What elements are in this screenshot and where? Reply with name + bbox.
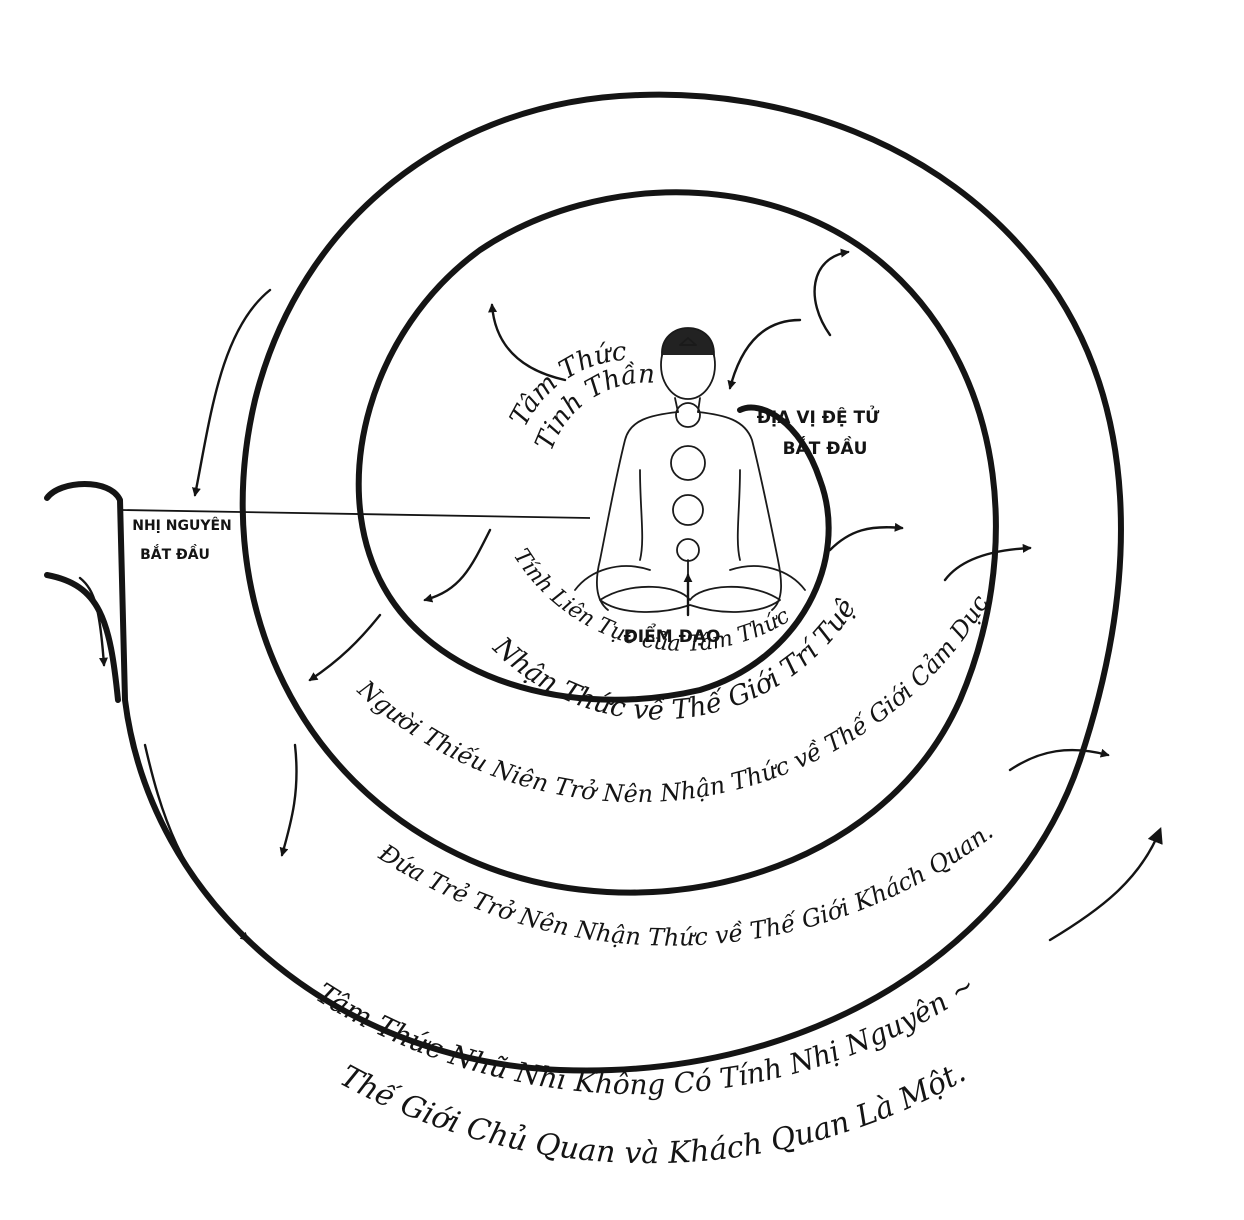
meditating-figure-icon xyxy=(574,327,806,617)
arrow-13 xyxy=(1048,827,1163,942)
label-spiritual-line2: Tinh Thần xyxy=(530,360,655,455)
arrow-12 xyxy=(1008,748,1110,772)
consciousness-spiral xyxy=(44,91,1124,1074)
label-infant-line1: Tâm Thức Nhũ Nhi Không Có Tính Nhị Nguyê… xyxy=(310,968,981,1101)
arrow-9 xyxy=(813,248,850,337)
label-duality-line1: NHỊ NGUYÊN xyxy=(132,517,232,534)
arrow-4 xyxy=(279,743,298,857)
spiral-outer-tail xyxy=(44,572,121,703)
arrows xyxy=(78,248,1163,942)
arrow-11 xyxy=(943,543,1032,582)
label-discipleship-line1: ĐỊA VỊ ĐỆ TỬ xyxy=(757,404,880,428)
arrow-8 xyxy=(727,318,802,390)
arrow-7 xyxy=(488,303,567,382)
label-discipleship-line2: BẮT ĐẦU xyxy=(783,435,868,459)
arrow-2 xyxy=(78,576,108,667)
label-path-point: ĐIỂM ĐẠO xyxy=(624,622,721,647)
arrow-5 xyxy=(308,613,382,682)
label-duality-line2: BẮT ĐẦU xyxy=(140,544,210,563)
arrow-6 xyxy=(423,528,492,603)
duality-pointer-line xyxy=(121,509,591,519)
arrow-3 xyxy=(143,743,250,942)
label-objective-world: Đứa Trẻ Trở Nên Nhận Thức về Thế Giới Kh… xyxy=(373,817,998,951)
arrow-10 xyxy=(828,522,904,552)
arrow-1 xyxy=(191,288,272,497)
